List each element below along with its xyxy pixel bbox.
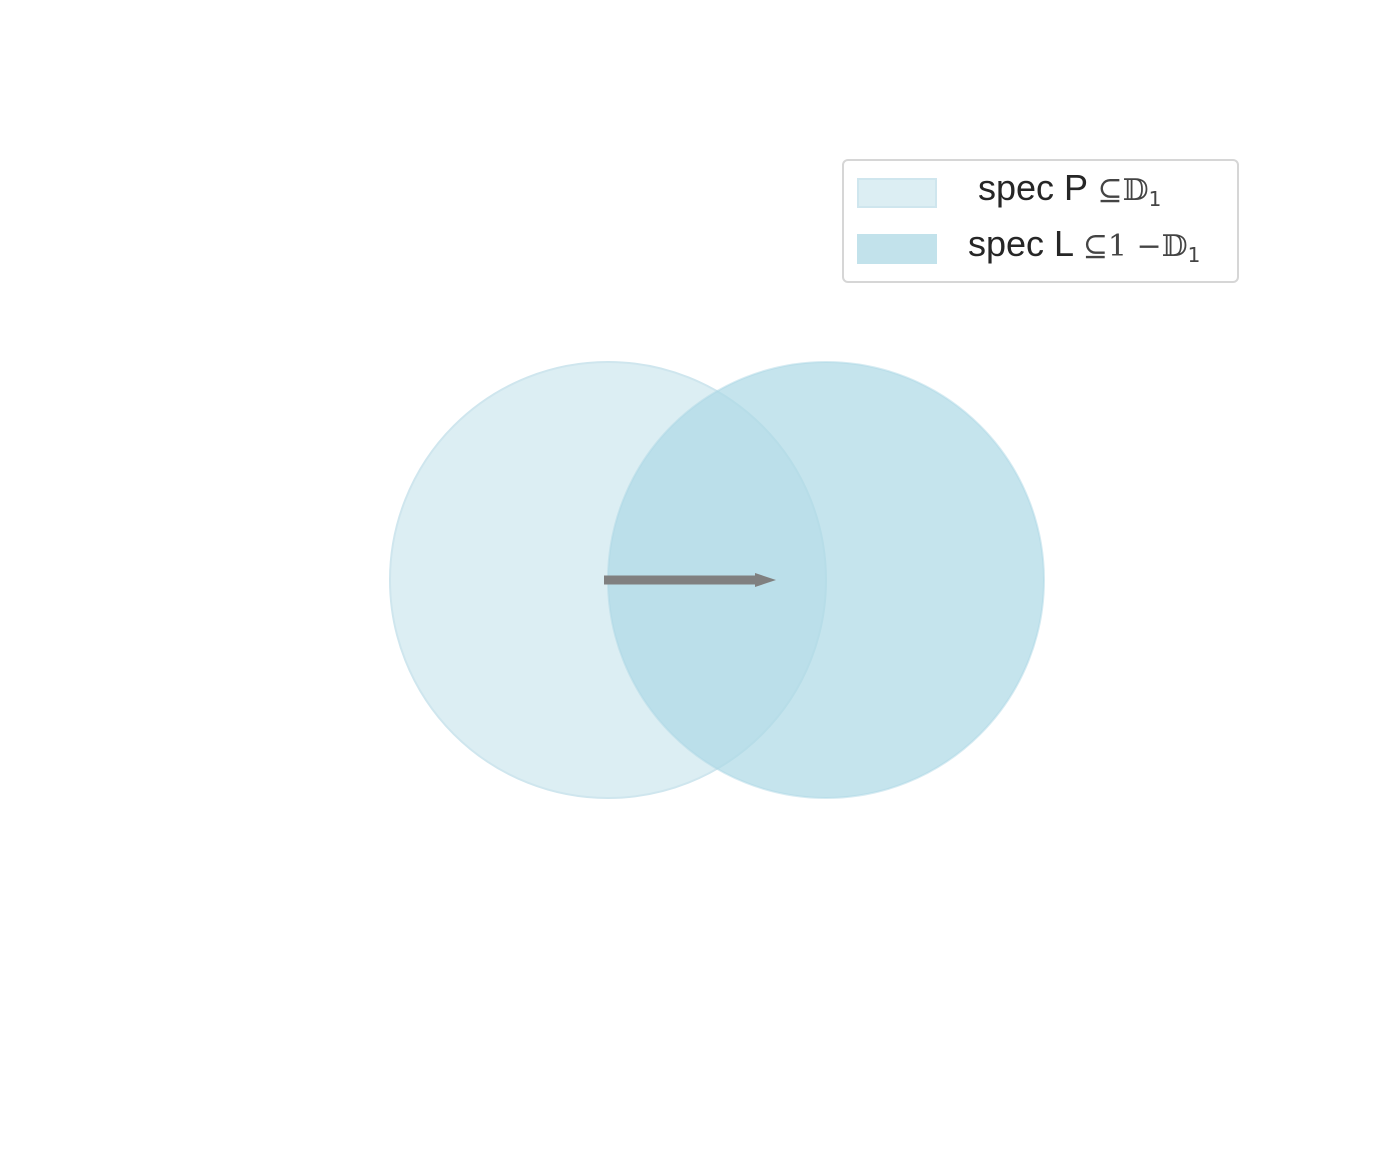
legend-label-spec-p: spec P ⊆𝔻1 [978,166,1162,219]
legend: spec P ⊆𝔻1 spec L ⊆1 −𝔻1 [842,159,1239,283]
subset-relation: ⊆ [1082,228,1108,264]
set-subscript: 1 [1148,186,1162,211]
legend-label-spec-l: spec L ⊆1 −𝔻1 [968,222,1201,275]
set-symbol: 𝔻 [1161,228,1188,264]
expression: 1 − [1107,228,1162,264]
subset-relation: ⊆ [1097,172,1123,208]
legend-swatch-spec-p [857,178,937,208]
shift-arrow-head-icon [755,573,776,587]
legend-prefix: spec P [978,166,1088,208]
legend-prefix: spec L [968,222,1073,264]
set-subscript: 1 [1187,242,1201,267]
legend-swatch-spec-l [857,234,937,264]
set-symbol: 𝔻 [1122,172,1149,208]
